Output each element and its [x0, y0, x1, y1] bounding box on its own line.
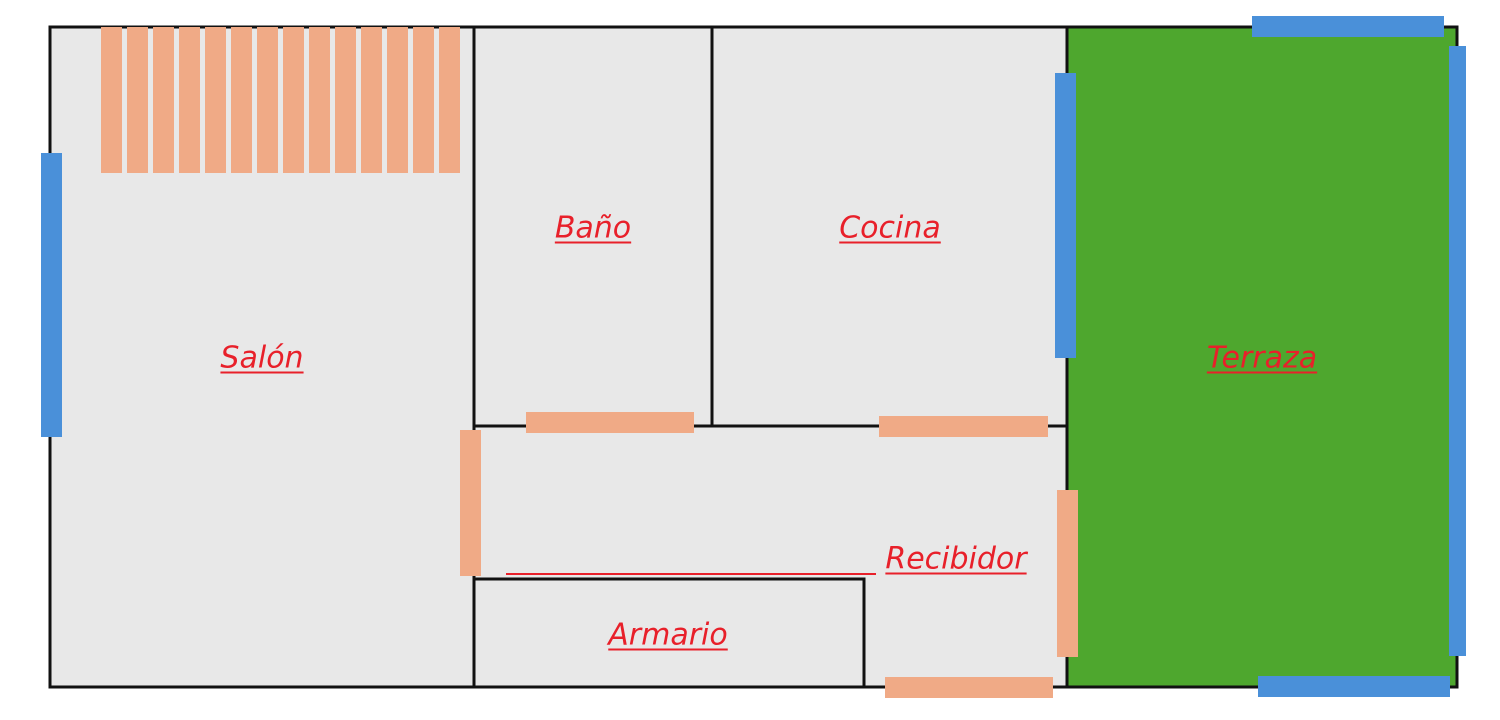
window-terraza-bottom [1258, 676, 1450, 697]
stair-step [231, 27, 252, 173]
doors [460, 412, 1078, 698]
armario-wall [472, 577, 866, 689]
window-salon [41, 153, 62, 437]
stair-step [127, 27, 148, 173]
door-entrance [885, 677, 1053, 698]
stair-step [153, 27, 174, 173]
stair-step [205, 27, 226, 173]
bano-room [474, 27, 712, 426]
door-salon [460, 430, 481, 576]
door-terraza [1057, 490, 1078, 657]
stair-step [387, 27, 408, 173]
door-bano [526, 412, 694, 433]
staircase [101, 27, 460, 173]
armario-label: Armario [608, 617, 728, 653]
terraza-label: Terraza [1206, 340, 1318, 376]
stair-step [257, 27, 278, 173]
terraza-area [1067, 27, 1457, 687]
stair-step [309, 27, 330, 173]
stair-step [283, 27, 304, 173]
bano-label: Baño [554, 210, 632, 246]
stair-step [439, 27, 460, 173]
cocina-room [712, 27, 1067, 426]
recibidor-label: Recibidor [885, 541, 1027, 577]
stair-step [179, 27, 200, 173]
walls [48, 25, 1459, 689]
door-cocina [879, 416, 1048, 437]
window-cocina [1055, 73, 1076, 358]
stair-step [413, 27, 434, 173]
stair-step [335, 27, 356, 173]
cocina-label: Cocina [839, 210, 941, 246]
recibidor-underline-extension [506, 573, 876, 575]
stair-step [101, 27, 122, 173]
window-terraza-top [1252, 16, 1444, 37]
stair-step [361, 27, 382, 173]
salon-label: Salón [220, 340, 304, 376]
windows [41, 16, 1466, 697]
window-terraza-right [1449, 46, 1466, 656]
